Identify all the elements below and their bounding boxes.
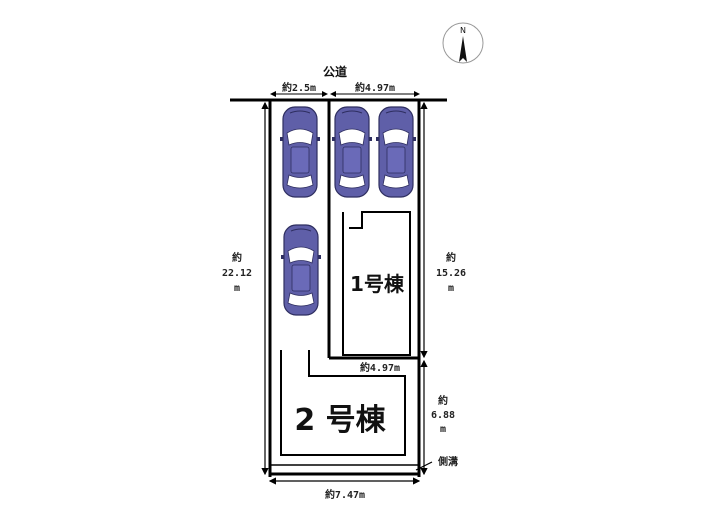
svg-text:約: 約 [438, 394, 448, 407]
left-depth-label: 約 22.12 m [222, 251, 252, 294]
building-2-outline [280, 350, 406, 456]
svg-text:22.12: 22.12 [222, 268, 252, 279]
car-icon [375, 106, 417, 198]
north-compass-icon: N [442, 22, 484, 64]
svg-text:m: m [234, 283, 240, 294]
svg-text:約: 約 [232, 251, 242, 264]
middle-width-label: 約4.97m [360, 361, 400, 374]
car-icon [280, 224, 322, 316]
building-1-outline [342, 211, 411, 356]
lot-boundary [261, 100, 428, 485]
bottom-width-label: 約7.47m [325, 488, 365, 501]
svg-text:m: m [440, 424, 446, 435]
gutter-label: 側溝 [437, 455, 458, 468]
right-lower-depth-label: 約 6.88 m [431, 394, 455, 435]
svg-text:m: m [448, 283, 454, 294]
compass-label: N [460, 26, 466, 35]
building-2-label: 2 号棟 [294, 403, 386, 438]
svg-text:6.88: 6.88 [431, 410, 455, 421]
road-label: 公道 [323, 64, 347, 79]
car-icon [279, 106, 321, 198]
top-right-width-label: 約4.97m [355, 81, 395, 94]
right-upper-depth-label: 約 15.26 m [436, 251, 466, 294]
gutter-leader-line [415, 461, 433, 471]
svg-text:15.26: 15.26 [436, 268, 466, 279]
svg-text:約: 約 [446, 251, 456, 264]
car-icon [331, 106, 373, 198]
building-1-label: 1号棟 [350, 272, 405, 296]
top-left-width-label: 約2.5m [282, 81, 316, 94]
